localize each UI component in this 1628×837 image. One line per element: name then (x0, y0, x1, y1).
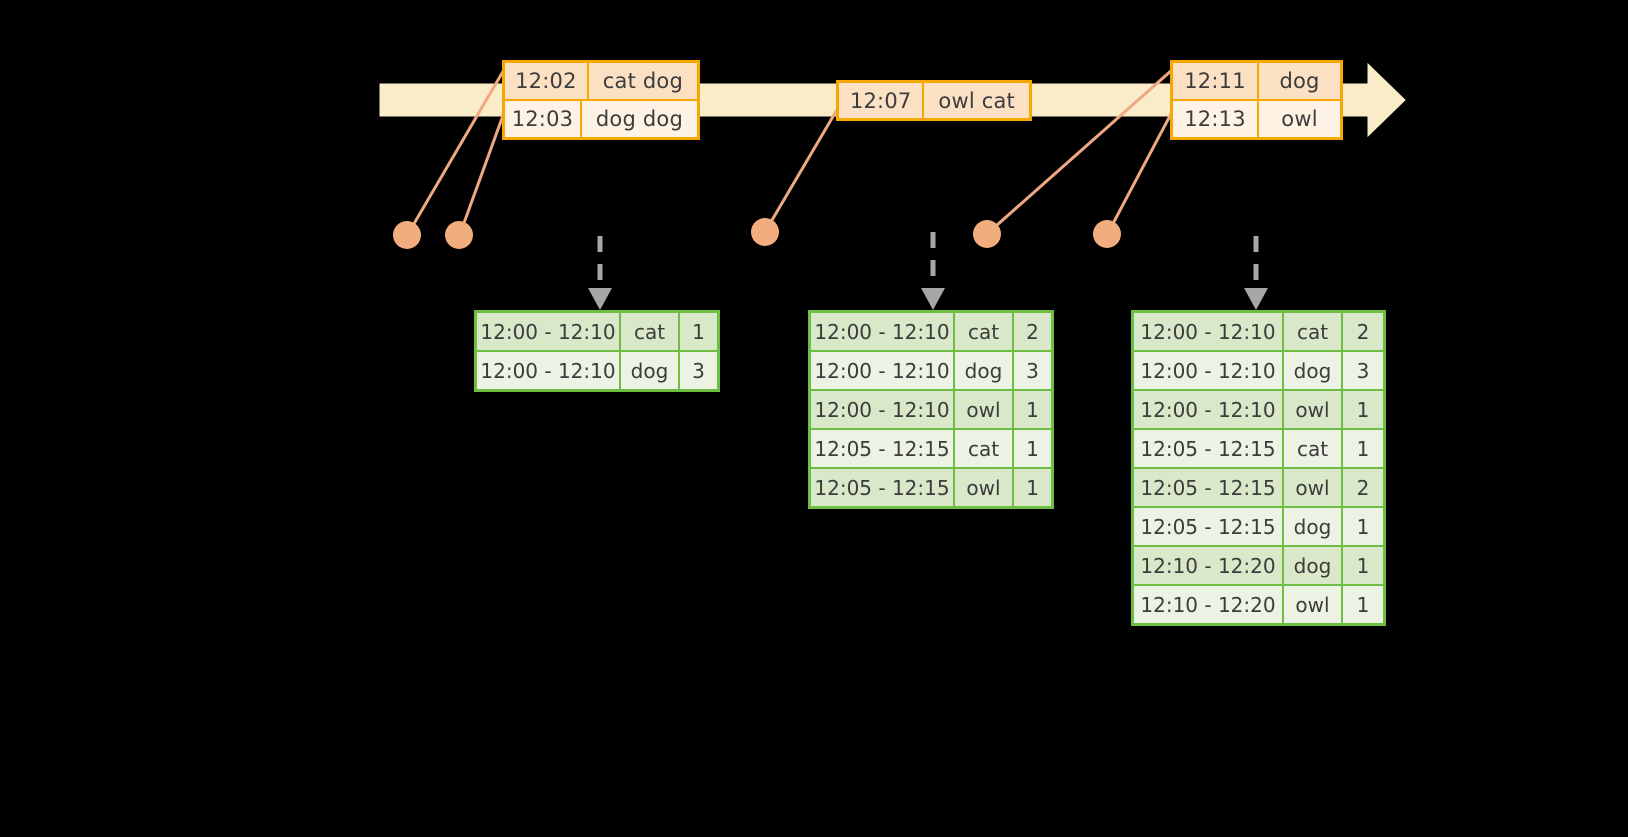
table-row[interactable]: 12:05 - 12:15 owl 1 (811, 469, 1051, 506)
event-dot-4 (973, 220, 1001, 248)
window-cell: 12:00 - 12:10 (477, 352, 619, 389)
word-cell: owl (1284, 391, 1341, 428)
event-row[interactable]: 12:13 owl (1173, 99, 1340, 137)
word-cell: dog (1284, 547, 1341, 584)
result-table-2[interactable]: 12:00 - 12:10 cat 2 12:00 - 12:10 dog 3 … (808, 310, 1054, 509)
count-cell: 3 (1343, 352, 1383, 389)
window-cell: 12:00 - 12:10 (1134, 391, 1282, 428)
table-row[interactable]: 12:05 - 12:15 owl 2 (1134, 469, 1383, 506)
count-cell: 3 (680, 352, 717, 389)
event-box-group-1[interactable]: 12:02 cat dog 12:03 dog dog (502, 60, 700, 140)
emit-arrow-head-3 (1244, 288, 1268, 310)
count-cell: 1 (1343, 547, 1383, 584)
word-cell: cat (955, 313, 1012, 350)
count-cell: 1 (1014, 391, 1051, 428)
word-cell: cat (621, 313, 678, 350)
word-cell: owl (1284, 586, 1341, 623)
event-dot-5 (1093, 220, 1121, 248)
count-cell: 2 (1343, 313, 1383, 350)
event-words: owl (1259, 101, 1340, 137)
event-row[interactable]: 12:11 dog (1173, 63, 1340, 99)
emit-arrows (588, 232, 1268, 310)
window-cell: 12:05 - 12:15 (811, 430, 953, 467)
word-cell: dog (1284, 352, 1341, 389)
event-time: 12:02 (505, 63, 589, 99)
window-cell: 12:00 - 12:10 (477, 313, 619, 350)
word-cell: dog (1284, 508, 1341, 545)
emit-arrow-head-1 (588, 288, 612, 310)
window-cell: 12:10 - 12:20 (1134, 586, 1282, 623)
connector-line-2 (458, 108, 507, 236)
word-cell: cat (955, 430, 1012, 467)
event-row[interactable]: 12:03 dog dog (505, 99, 697, 137)
window-cell: 12:05 - 12:15 (1134, 508, 1282, 545)
table-row[interactable]: 12:00 - 12:10 cat 2 (1134, 313, 1383, 350)
event-time: 12:11 (1173, 63, 1259, 99)
count-cell: 2 (1343, 469, 1383, 506)
table-row[interactable]: 12:10 - 12:20 dog 1 (1134, 547, 1383, 584)
table-row[interactable]: 12:00 - 12:10 cat 2 (811, 313, 1051, 350)
event-dot-2 (445, 221, 473, 249)
count-cell: 1 (1014, 430, 1051, 467)
event-time: 12:13 (1173, 101, 1259, 137)
count-cell: 2 (1014, 313, 1051, 350)
count-cell: 1 (1014, 469, 1051, 506)
event-box-group-3[interactable]: 12:11 dog 12:13 owl (1170, 60, 1343, 140)
word-cell: owl (955, 469, 1012, 506)
event-row[interactable]: 12:02 cat dog (505, 63, 697, 99)
connector-line-3 (763, 106, 840, 234)
result-table-3[interactable]: 12:00 - 12:10 cat 2 12:00 - 12:10 dog 3 … (1131, 310, 1386, 626)
event-time: 12:07 (839, 83, 925, 118)
count-cell: 1 (680, 313, 717, 350)
event-dot-1 (393, 221, 421, 249)
event-words: dog (1259, 63, 1340, 99)
table-row[interactable]: 12:00 - 12:10 dog 3 (811, 352, 1051, 389)
event-row[interactable]: 12:07 owl cat (839, 83, 1029, 118)
event-time: 12:03 (505, 101, 582, 137)
table-row[interactable]: 12:05 - 12:15 dog 1 (1134, 508, 1383, 545)
table-row[interactable]: 12:10 - 12:20 owl 1 (1134, 586, 1383, 623)
event-words: owl cat (924, 83, 1029, 118)
table-row[interactable]: 12:05 - 12:15 cat 1 (811, 430, 1051, 467)
count-cell: 1 (1343, 391, 1383, 428)
table-row[interactable]: 12:05 - 12:15 cat 1 (1134, 430, 1383, 467)
word-cell: owl (955, 391, 1012, 428)
event-words: dog dog (581, 101, 697, 137)
table-row[interactable]: 12:00 - 12:10 owl 1 (811, 391, 1051, 428)
count-cell: 1 (1343, 430, 1383, 467)
event-dot-3 (751, 218, 779, 246)
count-cell: 1 (1343, 586, 1383, 623)
word-cell: cat (1284, 430, 1341, 467)
event-box-group-2[interactable]: 12:07 owl cat (836, 80, 1032, 121)
window-cell: 12:05 - 12:15 (1134, 469, 1282, 506)
word-cell: dog (621, 352, 678, 389)
table-row[interactable]: 12:00 - 12:10 dog 3 (477, 352, 717, 389)
table-row[interactable]: 12:00 - 12:10 dog 3 (1134, 352, 1383, 389)
window-cell: 12:00 - 12:10 (811, 313, 953, 350)
connector-line-5 (1106, 110, 1174, 235)
event-dots (393, 218, 1121, 249)
event-words: cat dog (588, 63, 697, 99)
count-cell: 1 (1343, 508, 1383, 545)
window-cell: 12:00 - 12:10 (1134, 313, 1282, 350)
window-cell: 12:05 - 12:15 (811, 469, 953, 506)
count-cell: 3 (1014, 352, 1051, 389)
table-row[interactable]: 12:00 - 12:10 owl 1 (1134, 391, 1383, 428)
window-cell: 12:05 - 12:15 (1134, 430, 1282, 467)
window-cell: 12:10 - 12:20 (1134, 547, 1282, 584)
window-cell: 12:00 - 12:10 (811, 352, 953, 389)
word-cell: owl (1284, 469, 1341, 506)
word-cell: cat (1284, 313, 1341, 350)
window-cell: 12:00 - 12:10 (1134, 352, 1282, 389)
word-cell: dog (955, 352, 1012, 389)
connector-line-1 (406, 66, 507, 236)
window-cell: 12:00 - 12:10 (811, 391, 953, 428)
result-table-1[interactable]: 12:00 - 12:10 cat 1 12:00 - 12:10 dog 3 (474, 310, 720, 392)
emit-arrow-head-2 (921, 288, 945, 310)
table-row[interactable]: 12:00 - 12:10 cat 1 (477, 313, 717, 350)
